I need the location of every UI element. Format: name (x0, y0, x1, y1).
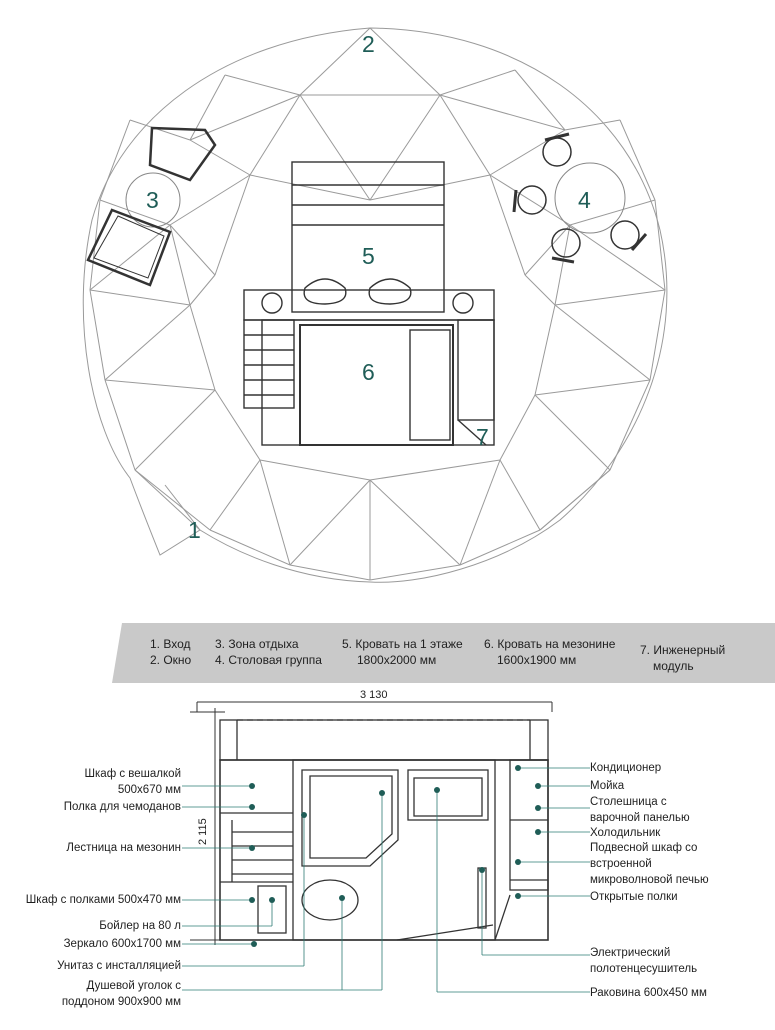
zone-number-4: 4 (578, 187, 591, 213)
legend-item-6: 6. Кровать на мезонине (484, 637, 616, 651)
label-air-conditioner: Кондиционер (590, 762, 662, 774)
label-toilet: Унитаз с инсталляцией (57, 960, 181, 972)
dome-outline (82, 27, 668, 583)
label-luggage-shelf: Полка для чемоданов (63, 801, 181, 813)
legend-item-4: 4. Столовая группа (215, 653, 322, 667)
label-mirror: Зеркало 600х1700 мм (63, 938, 181, 950)
legend-item-5: 5. Кровать на 1 этаже (342, 637, 463, 651)
label-washbasin: Раковина 600х450 мм (590, 987, 707, 999)
label-wall-cabinet-cont2: микроволновой печью (590, 874, 709, 886)
label-wardrobe-hanger: Шкаф с вешалкой (84, 768, 181, 780)
label-towel-dryer: Электрический (590, 947, 671, 959)
label-shelf-cabinet: Шкаф с полками 500х470 мм (25, 894, 181, 906)
detail-plan (219, 719, 549, 941)
leader-lines-right (436, 767, 590, 993)
legend-item-2: 2. Окно (150, 653, 192, 667)
label-towel-dryer-cont: полотенцесушитель (590, 963, 698, 975)
label-countertop: Столешница с (590, 796, 667, 808)
legend-item-1: 1. Вход (150, 637, 191, 651)
label-countertop-cont: варочной панелью (590, 812, 690, 824)
label-shower: Душевой уголок с (86, 980, 181, 992)
zone-number-6: 6 (362, 359, 375, 385)
label-open-shelves: Открытые полки (590, 891, 678, 903)
zone-number-3: 3 (146, 187, 159, 213)
zone-number-1: 1 (188, 517, 201, 543)
lounge-area (86, 126, 217, 287)
legend-item-3: 3. Зона отдыха (215, 637, 299, 651)
zone-number-7: 7 (476, 424, 489, 450)
label-loft-ladder: Лестница на мезонин (66, 842, 181, 854)
dimension-lines (190, 701, 553, 945)
zone-number-5: 5 (362, 243, 375, 269)
label-shower-size: поддоном 900х900 мм (61, 996, 181, 1008)
legend-banner (112, 623, 775, 683)
legend-item-5-size: 1800х2000 мм (357, 653, 437, 667)
label-fridge: Холодильник (590, 827, 661, 839)
label-wall-cabinet: Подвесной шкаф со (590, 842, 698, 854)
dimension-depth: 2 115 (197, 818, 209, 845)
house-module (243, 161, 495, 446)
legend-item-6-size: 1600х1900 мм (497, 653, 577, 667)
dimension-width: 3 130 (360, 689, 388, 701)
legend-item-7: 7. Инженерный (640, 643, 726, 657)
label-wall-cabinet-cont: встроенной (590, 858, 652, 870)
label-sink: Мойка (590, 780, 625, 792)
zone-number-2: 2 (362, 31, 375, 57)
label-boiler: Бойлер на 80 л (99, 920, 181, 932)
leader-lines-left (182, 785, 383, 991)
dining-group (512, 132, 648, 264)
leader-dots (249, 765, 541, 947)
label-wardrobe-hanger-size: 500х670 мм (117, 784, 181, 796)
legend-item-7-cont: модуль (653, 659, 694, 673)
